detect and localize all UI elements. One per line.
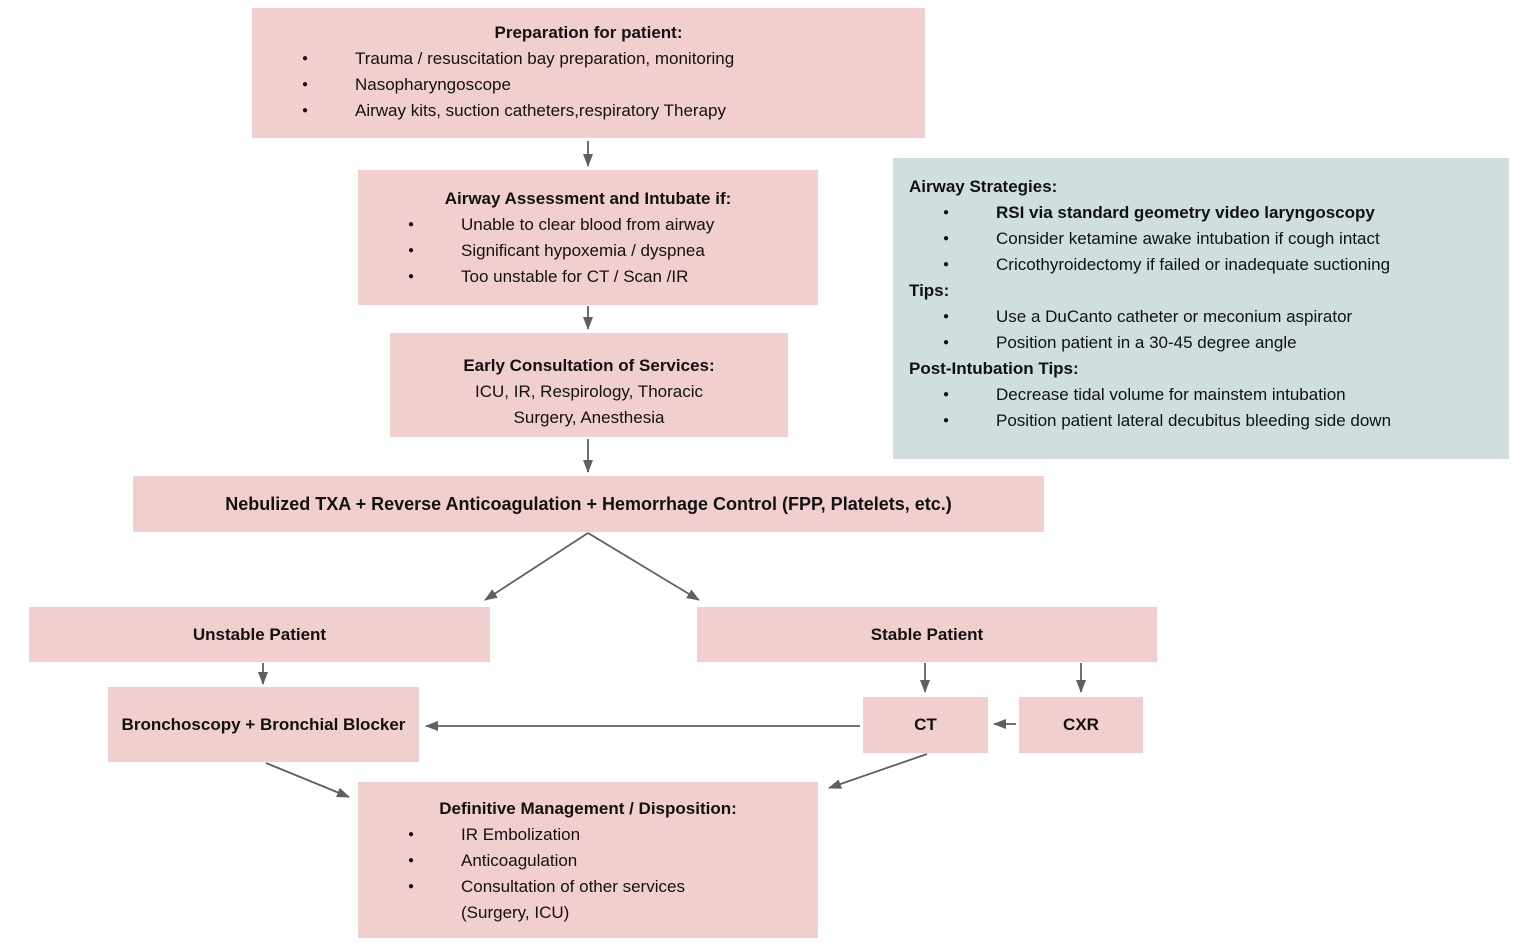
node-nebulized-txa: Nebulized TXA + Reverse Anticoagulation …: [133, 476, 1044, 532]
strategy-line: Post-Intubation Tips:: [909, 356, 1493, 382]
strategy-text: Position patient in a 30-45 degree angle: [996, 333, 1297, 352]
node-airway-strategies: Airway Strategies: RSI via standard geome…: [893, 158, 1509, 459]
strategy-text: Use a DuCanto catheter or meconium aspir…: [996, 307, 1353, 326]
strategy-text: Tips:: [909, 281, 950, 300]
strategy-line: RSI via standard geometry video laryngos…: [909, 200, 1493, 226]
strategy-line: Decrease tidal volume for mainstem intub…: [909, 382, 1493, 408]
early-consultation-title: Early Consultation of Services:: [463, 356, 715, 375]
strategy-line: Position patient lateral decubitus bleed…: [909, 408, 1493, 434]
bullet-text: Consultation of other services (Surgery,…: [461, 877, 685, 922]
bullet-item: Nasopharyngoscope: [268, 72, 909, 98]
early-consultation-body: ICU, IR, Respirology, Thoracic Surgery, …: [475, 382, 703, 427]
node-bronchoscopy: Bronchoscopy + Bronchial Blocker: [108, 687, 419, 762]
bullet-item: Too unstable for CT / Scan /IR: [374, 264, 802, 290]
strategy-text: Consider ketamine awake intubation if co…: [996, 229, 1380, 248]
node-ct: CT: [863, 697, 988, 753]
strategy-line: Position patient in a 30-45 degree angle: [909, 330, 1493, 356]
bullet-item: Anticoagulation: [374, 848, 802, 874]
bullet-text: Anticoagulation: [461, 851, 578, 870]
strategy-line: Airway Strategies:: [909, 174, 1493, 200]
strategy-text: Cricothyroidectomy if failed or inadequa…: [996, 255, 1391, 274]
bullet-item: IR Embolization: [374, 822, 802, 848]
node-early-consultation: Early Consultation of Services: ICU, IR,…: [390, 333, 788, 437]
strategy-line: Tips:: [909, 278, 1493, 304]
node-airway-assessment: Airway Assessment and Intubate if: Unabl…: [358, 170, 818, 305]
airway-strategies-list: Airway Strategies: RSI via standard geome…: [909, 174, 1493, 434]
strategy-text: RSI via standard geometry video laryngos…: [996, 203, 1375, 222]
strategy-text: Airway Strategies:: [909, 177, 1058, 196]
unstable-patient-title: Unstable Patient: [192, 624, 327, 644]
node-stable-patient: Stable Patient: [697, 607, 1157, 662]
bullet-text: Too unstable for CT / Scan /IR: [461, 267, 689, 286]
bullet-item: Airway kits, suction catheters,respirato…: [268, 98, 909, 124]
bullet-text: IR Embolization: [461, 825, 581, 844]
node-cxr: CXR: [1019, 697, 1143, 753]
strategy-line: Use a DuCanto catheter or meconium aspir…: [909, 304, 1493, 330]
bullet-text: Unable to clear blood from airway: [461, 215, 715, 234]
definitive-bullet-list: IR EmbolizationAnticoagulationConsultati…: [374, 822, 802, 926]
airway-assessment-title: Airway Assessment and Intubate if:: [444, 189, 732, 208]
bullet-item: Significant hypoxemia / dyspnea: [374, 238, 802, 264]
bullet-item: Unable to clear blood from airway: [374, 212, 802, 238]
cxr-title: CXR: [1063, 715, 1099, 734]
arrow-txa-to-unstable: [484, 532, 589, 601]
bullet-item: Consultation of other services (Surgery,…: [374, 874, 802, 926]
airway-assessment-bullet-list: Unable to clear blood from airwaySignifi…: [374, 212, 802, 290]
node-preparation: Preparation for patient: Trauma / resusc…: [252, 8, 925, 138]
ct-title: CT: [914, 715, 937, 734]
definitive-title: Definitive Management / Disposition:: [439, 799, 737, 818]
strategy-line: Consider ketamine awake intubation if co…: [909, 226, 1493, 252]
strategy-text: Position patient lateral decubitus bleed…: [996, 411, 1392, 430]
bronchoscopy-title: Bronchoscopy + Bronchial Blocker: [121, 714, 406, 734]
arrow-txa-to-stable: [587, 532, 700, 601]
bullet-item: Trauma / resuscitation bay preparation, …: [268, 46, 909, 72]
strategy-line: Cricothyroidectomy if failed or inadequa…: [909, 252, 1493, 278]
preparation-bullet-list: Trauma / resuscitation bay preparation, …: [268, 46, 909, 124]
nebulized-txa-title: Nebulized TXA + Reverse Anticoagulation …: [225, 494, 952, 514]
strategy-text: Post-Intubation Tips:: [909, 359, 1079, 378]
node-unstable-patient: Unstable Patient: [29, 607, 490, 662]
arrow-ct-to-definitive: [828, 753, 928, 789]
preparation-title: Preparation for patient:: [494, 23, 683, 42]
arrow-bronchoscopy-to-definitive: [265, 762, 350, 798]
bullet-text: Airway kits, suction catheters,respirato…: [355, 101, 726, 120]
node-definitive-management: Definitive Management / Disposition: IR …: [358, 782, 818, 938]
stable-patient-title: Stable Patient: [870, 624, 984, 644]
bullet-text: Trauma / resuscitation bay preparation, …: [355, 49, 735, 68]
strategy-text: Decrease tidal volume for mainstem intub…: [996, 385, 1346, 404]
bullet-text: Nasopharyngoscope: [355, 75, 511, 94]
bullet-text: Significant hypoxemia / dyspnea: [461, 241, 705, 260]
